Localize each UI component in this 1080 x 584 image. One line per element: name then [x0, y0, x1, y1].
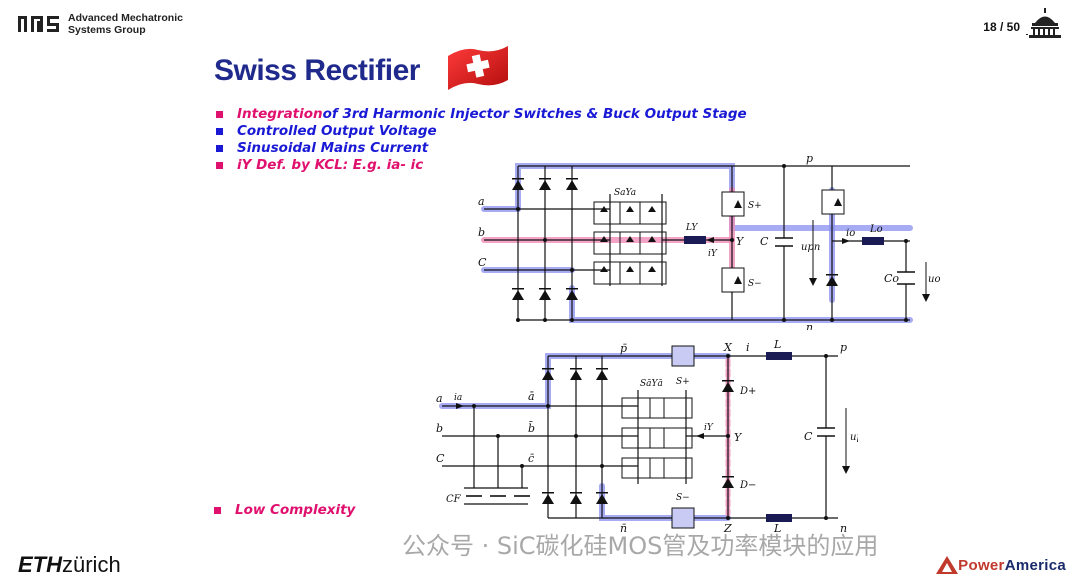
inductor-label-top: L — [773, 338, 781, 351]
diode-label-dminus: D− — [739, 480, 756, 491]
eth-logo: ETHzürich — [18, 552, 121, 578]
bullet-item: Integration of 3rd Harmonic Injector Swi… — [216, 106, 776, 123]
bullet-text: Sinusoidal Mains Current — [237, 140, 429, 156]
bullet-square-icon — [216, 145, 223, 152]
current-label-io: io — [846, 228, 855, 239]
node-label-bbar: b̄ — [528, 422, 535, 435]
node-label-c: C — [436, 452, 445, 465]
node-label-a: a — [436, 392, 443, 405]
brand-word-1: Power — [958, 556, 1005, 574]
brand-word-2: America — [1004, 556, 1066, 574]
bullet-item: Low Complexity — [214, 502, 355, 519]
bullet-text: of 3rd Harmonic Injector Switches & Buck… — [322, 106, 747, 122]
watermark: 公众号 · SiC碳化硅MOS管及功率模块的应用 — [402, 526, 878, 561]
slide-title: Swiss Rectifier — [214, 54, 420, 87]
node-label-pbar: p̄ — [620, 342, 627, 355]
voltage-label-uo: uo — [928, 274, 940, 285]
bullet-square-icon — [216, 111, 223, 118]
watermark-text: 公众号 · SiC碳化硅MOS管及功率模块的应用 — [402, 532, 879, 560]
node-label-abar: ā — [528, 390, 535, 403]
node-label-n: n — [806, 321, 813, 330]
bullet-list: Integration of 3rd Harmonic Injector Swi… — [216, 106, 776, 174]
bullet-square-icon — [214, 507, 221, 514]
node-label-x: X — [723, 341, 733, 354]
swiss-rectifier-circuit: a b C p n SaYa LY Y iY S+ S− C upn io Lo… — [478, 152, 940, 330]
bullet-item: Controlled Output Voltage — [216, 123, 776, 140]
org-name-line2: Systems Group — [68, 24, 146, 36]
capacitor-label-cf: CF — [446, 494, 462, 505]
power-america-triangle-icon — [936, 556, 959, 574]
bottom-bullet: Low Complexity — [214, 502, 355, 519]
swiss-flag-icon — [448, 46, 508, 90]
capacitor-label-co: Co — [884, 272, 899, 285]
node-label-b: b — [436, 422, 443, 435]
org-name-line1: Advanced Mechatronic — [68, 12, 183, 24]
switch-label-saya: SaYa — [614, 188, 636, 198]
inductor-top-icon — [766, 352, 792, 360]
inductor-bottom-icon — [766, 514, 792, 522]
switch-label-saya: SāYā — [640, 379, 663, 389]
switch-label-sminus: S− — [748, 279, 762, 289]
switch-label-splus: S+ — [676, 377, 690, 387]
switch-label-splus: S+ — [748, 201, 762, 211]
voltage-label-upn: upn — [801, 242, 820, 253]
switch-label-sminus: S− — [676, 493, 690, 503]
node-label-c: C — [478, 256, 487, 269]
node-label-n: n — [840, 522, 847, 534]
voltage-label-upn: upn — [850, 432, 858, 443]
bullet-text: Low Complexity — [235, 502, 356, 518]
bullet-square-icon — [216, 128, 223, 135]
inductor-label-ly: LY — [685, 223, 698, 233]
page-indicator: 18 / 50 — [983, 20, 1020, 34]
current-label-i: i — [746, 341, 750, 354]
node-label-p: p — [840, 341, 847, 354]
node-label-p: p — [806, 152, 813, 165]
bullet-text: iY Def. by KCL: E.g. ia- ic — [237, 157, 424, 173]
bullet-item: iY Def. by KCL: E.g. ia- ic — [216, 157, 776, 174]
node-label-y: Y — [736, 235, 745, 248]
node-label-a: a — [478, 195, 485, 208]
inductor-ly-icon — [684, 236, 706, 244]
power-america-logo: Power America — [936, 556, 1066, 574]
org-header: Advanced Mechatronic Systems Group — [18, 12, 198, 36]
node-label-nbar: n̄ — [620, 522, 627, 534]
current-label-iy: iY — [704, 423, 714, 433]
capacitor-label-c: C — [760, 235, 769, 248]
node-label-cbar: c̄ — [528, 452, 535, 465]
bullet-item: Sinusoidal Mains Current — [216, 140, 776, 157]
eth-logo-rest: zürich — [62, 552, 121, 577]
ams-logo-icon — [18, 16, 59, 32]
node-label-z: Z — [723, 522, 732, 534]
diode-label-dplus: D+ — [739, 386, 756, 397]
bullet-highlight: Integration — [237, 106, 323, 122]
org-name: Advanced Mechatronic Systems Group — [68, 12, 198, 36]
inductor-lo-icon — [862, 237, 884, 245]
node-label-y: Y — [734, 431, 743, 444]
current-label-ia: ia — [454, 393, 462, 403]
building-dome-icon — [1026, 8, 1061, 38]
eth-logo-bold: ETH — [18, 552, 62, 577]
swiss-rectifier-circuit-variant: a b C ia ā b̄ c̄ p̄ n̄ X Z i L L p n Sa… — [436, 338, 858, 534]
node-label-b: b — [478, 226, 485, 239]
inductor-label-bottom: L — [773, 522, 781, 534]
bullet-text: Controlled Output Voltage — [237, 123, 437, 139]
inductor-label-lo: Lo — [869, 224, 883, 235]
capacitor-label-c: C — [804, 430, 813, 443]
bullet-square-icon — [216, 162, 223, 169]
current-label-iy: iY — [708, 249, 718, 259]
